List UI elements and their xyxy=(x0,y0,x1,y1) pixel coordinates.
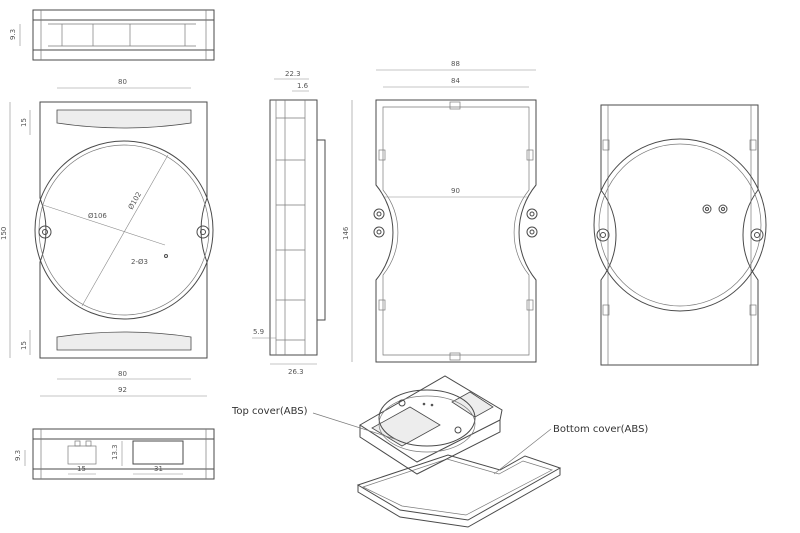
dim-bottom-slot2: 31 xyxy=(154,465,163,473)
dim-side-width: 22.3 xyxy=(285,70,301,78)
dim-side-small: 5.9 xyxy=(253,328,264,336)
dim-inside-height: 146 xyxy=(342,226,350,240)
back-view xyxy=(593,104,767,366)
dim-bottom-inner-height: 13.3 xyxy=(111,444,119,460)
dim-front-height: 150 xyxy=(0,227,8,240)
dim-circle-outer: Ø106 xyxy=(88,212,107,220)
dim-front-bottom-width: 80 xyxy=(118,370,127,378)
label-bottom-cover: Bottom cover(ABS) xyxy=(553,424,648,435)
dim-inside-span: 90 xyxy=(451,187,460,195)
dim-top-height: 9.3 xyxy=(9,29,17,40)
dim-holes: 2-Ø3 xyxy=(131,258,148,266)
dim-bottom-height: 9.3 xyxy=(14,450,22,461)
dim-inside-outer-width: 88 xyxy=(451,60,460,68)
bottom-view: 9.3 13.3 15 31 xyxy=(14,428,215,480)
dim-front-width: 80 xyxy=(118,78,127,86)
label-top-cover: Top cover(ABS) xyxy=(231,406,308,417)
dim-front-total-width: 92 xyxy=(118,386,127,394)
dim-bottom-slot1: 15 xyxy=(77,465,86,473)
dim-front-inner-top: 15 xyxy=(20,118,28,127)
dim-front-inner-bottom: 15 xyxy=(20,341,28,350)
top-view: 9.3 xyxy=(9,9,215,61)
callouts: Top cover(ABS) Bottom cover(ABS) xyxy=(231,406,648,475)
inside-view: 88 84 90 146 xyxy=(342,60,538,363)
dim-inside-inner-width: 84 xyxy=(451,77,460,85)
isometric-view xyxy=(356,375,562,528)
side-view: 22.3 1.6 5.9 26.3 xyxy=(252,70,326,376)
front-view: 80 Ø106 Ø102 2-Ø3 150 15 15 80 92 xyxy=(0,78,214,397)
dim-side-bottom: 26.3 xyxy=(288,368,304,376)
dim-circle-inner: Ø102 xyxy=(127,191,143,211)
dim-side-step: 1.6 xyxy=(297,82,309,90)
